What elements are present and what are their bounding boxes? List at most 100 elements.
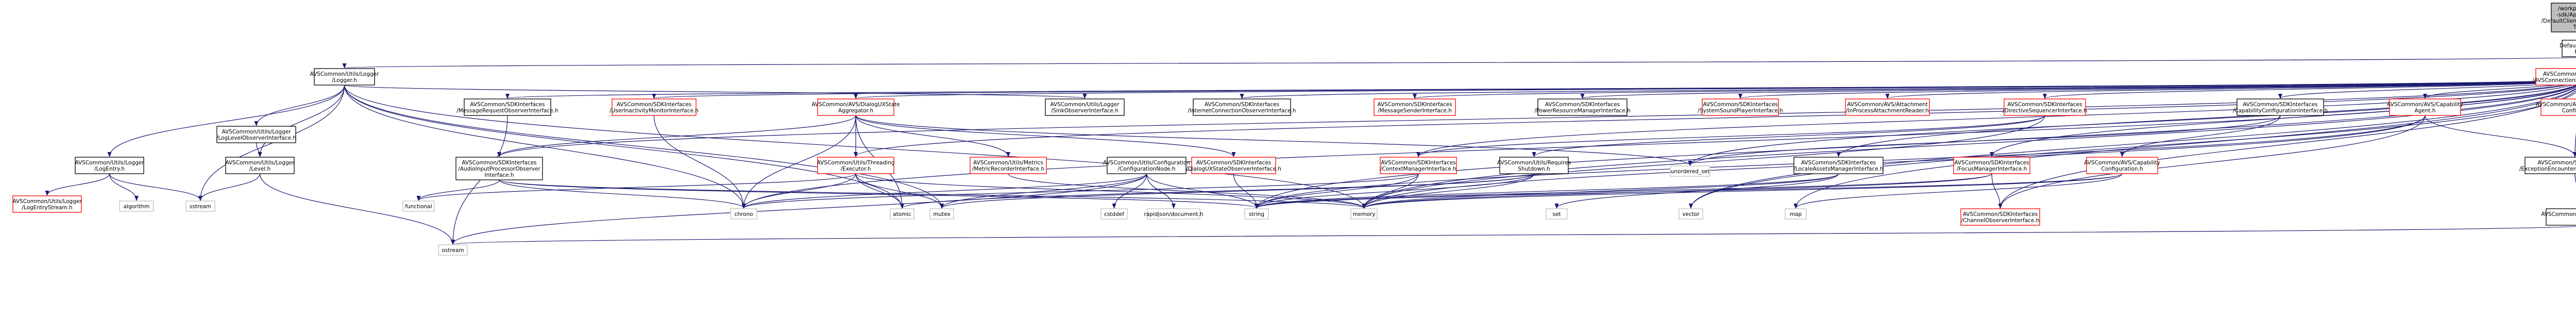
edge-ctx_mgr-to-chrono bbox=[741, 173, 1419, 209]
node-label: AVSCommon/SDKInterfaces bbox=[1703, 102, 1777, 108]
edge-req_shutdown-to-mutex bbox=[940, 173, 1535, 209]
node-box bbox=[1374, 98, 1456, 116]
node-level[interactable]: AVSCommon/Utils/Logger/Level.h bbox=[225, 157, 295, 174]
node-box bbox=[225, 157, 295, 174]
edge-config_node-to-chrono bbox=[741, 173, 1147, 209]
node-label: AVSCommon/AVS/Capability bbox=[2084, 160, 2160, 166]
node-label: AVSCommon/SDKInterfaces bbox=[1545, 102, 1620, 108]
node-cap_cfg_if[interactable]: AVSCommon/SDKInterfaces/CapabilityConfig… bbox=[2233, 98, 2328, 116]
node-label: map bbox=[1790, 211, 1802, 217]
node-label: AVSCommon/SDKInterfaces bbox=[1963, 211, 2038, 217]
node-label: AVSCommon/Utils/Metrics bbox=[973, 160, 1043, 166]
node-label: chrono bbox=[734, 211, 753, 217]
node-box bbox=[2004, 98, 2086, 116]
edge-focus_mgr-to-memory bbox=[1362, 173, 1992, 209]
node-label: AVSCommon/Utils/Logger bbox=[225, 160, 295, 166]
node-box bbox=[1100, 208, 1128, 220]
node-string: string bbox=[1244, 208, 1269, 220]
node-sys_sound[interactable]: AVSCommon/SDKInterfaces/SystemSoundPlaye… bbox=[1698, 98, 1783, 116]
node-log_entry[interactable]: AVSCommon/Utils/Logger/LogEntry.h bbox=[75, 157, 144, 174]
node-box bbox=[1380, 157, 1457, 174]
node-dxs_obs[interactable]: AVSCommon/SDKInterfaces/DialogUXStateObs… bbox=[1186, 157, 1281, 174]
node-box bbox=[75, 157, 144, 174]
node-sink_obs[interactable]: AVSCommon/Utils/Logger/SinkObserverInter… bbox=[1045, 98, 1125, 116]
node-box bbox=[438, 244, 468, 256]
node-log_level_obs[interactable]: AVSCommon/Utils/Logger/LogLevelObserverI… bbox=[216, 126, 296, 143]
node-locale_assets[interactable]: AVSCommon/SDKInterfaces/LocaleAssetsMana… bbox=[1793, 157, 1884, 174]
node-box bbox=[1191, 157, 1276, 174]
edge-req_shutdown-to-string bbox=[1255, 173, 1535, 209]
node-box bbox=[1499, 157, 1569, 174]
edge-logger-to-log_level_obs bbox=[254, 85, 345, 126]
node-memory: memory bbox=[1350, 208, 1378, 220]
edge-cap_agent-to-exc_sender bbox=[2425, 115, 2576, 157]
node-box bbox=[1960, 208, 2040, 226]
node-uim[interactable]: AVSCommon/SDKInterfaces/UserInactivityMo… bbox=[609, 98, 699, 116]
edge-aip_obs-to-functional bbox=[416, 179, 500, 201]
edge-level-to-ostream bbox=[259, 173, 455, 245]
node-chan_obs[interactable]: AVSCommon/SDKInterfaces/ChannelObserverI… bbox=[1960, 208, 2040, 226]
edge-executor-to-chrono bbox=[741, 173, 856, 209]
edge-layer bbox=[45, 57, 2576, 245]
node-label: /PowerResourceManagerInterface.h bbox=[1534, 108, 1630, 114]
node-conn_mgr[interactable]: AVSCommon/SDKInterfaces/AVSConnectionMan… bbox=[2532, 68, 2576, 86]
edge-aip-to-memory bbox=[1362, 87, 2576, 209]
node-box bbox=[314, 68, 375, 86]
edge-logger-to-memory bbox=[344, 85, 1366, 209]
node-attach[interactable]: AVSCommon/AVS/Attachment/InProcessAttach… bbox=[1845, 98, 1930, 116]
node-box bbox=[1793, 157, 1884, 174]
node-label: /MessageSenderInterface.h bbox=[1378, 108, 1452, 114]
node-label: AVSCommon/SDKInterfaces bbox=[462, 160, 536, 166]
node-label: /SinkObserverInterface.h bbox=[1051, 108, 1118, 114]
edge-log_entry-to-sstream bbox=[109, 173, 202, 201]
edge-dxs_agg-to-unordered_set bbox=[855, 115, 1692, 166]
node-exc_err[interactable]: AVSCommon/AVS/ExceptionErrorType.h bbox=[2541, 208, 2576, 226]
node-log_entry_stream[interactable]: AVSCommon/Utils/Logger/LogEntryStream.h bbox=[12, 195, 82, 213]
node-label: RetryTrigger.h bbox=[2574, 49, 2576, 55]
node-label: AVSCommon/SDKInterfaces bbox=[1196, 160, 1271, 166]
node-cap_cfg[interactable]: AVSCommon/AVS/CapabilityConfiguration.h bbox=[2084, 157, 2160, 174]
node-map: map bbox=[1785, 208, 1807, 220]
node-msgreq_obs[interactable]: AVSCommon/SDKInterfaces/MessageRequestOb… bbox=[456, 98, 558, 116]
node-executor[interactable]: AVSCommon/Utils/Threading/Executor.h bbox=[817, 157, 895, 174]
node-box bbox=[2546, 208, 2576, 226]
node-chrono: chrono bbox=[730, 208, 757, 220]
edge-focus_mgr-to-string bbox=[1255, 173, 1992, 209]
node-logger[interactable]: AVSCommon/Utils/Logger/Logger.h bbox=[310, 68, 379, 86]
edge-cap_agent-to-chan_obs bbox=[1998, 115, 2426, 209]
node-label: /Level.h bbox=[249, 166, 270, 172]
node-label: AVSCommon/SDKInterfaces bbox=[1205, 102, 1279, 108]
node-metrics[interactable]: AVSCommon/Utils/Metrics/MetricRecorderIn… bbox=[970, 157, 1047, 174]
node-box bbox=[2524, 157, 2576, 174]
node-crt[interactable]: DefaultClient/ConnectionRetryTrigger.h bbox=[2560, 40, 2576, 57]
node-label: AVSCommon/Utils/Logger bbox=[310, 71, 379, 77]
node-msg_sender[interactable]: AVSCommon/SDKInterfaces/MessageSenderInt… bbox=[1374, 98, 1456, 116]
node-label: AVSCommon/SDKInterfaces bbox=[1954, 160, 2029, 166]
node-label: /SystemSoundPlayerInterface.h bbox=[1698, 108, 1783, 114]
node-atomic: atomic bbox=[890, 208, 914, 220]
node-ctx_mgr[interactable]: AVSCommon/SDKInterfaces/ContextManagerIn… bbox=[1380, 157, 1457, 174]
node-power_res[interactable]: AVSCommon/SDKInterfaces/PowerResourceMan… bbox=[1534, 98, 1631, 116]
node-box bbox=[1244, 208, 1269, 220]
node-label: Aggregator.h bbox=[838, 108, 873, 114]
node-root[interactable]: /workplace/avs/device-sdk/ApplicationUti… bbox=[2541, 3, 2576, 32]
node-dir_handler[interactable]: AVSCommon/AVS/DirectiveHandlerConfigurat… bbox=[2536, 98, 2576, 116]
node-exc_sender[interactable]: AVSCommon/SDKInterfaces/ExceptionEncount… bbox=[2519, 157, 2576, 174]
node-icon_obs[interactable]: AVSCommon/SDKInterfaces/InternetConnecti… bbox=[1188, 98, 1296, 116]
node-focus_mgr[interactable]: AVSCommon/SDKInterfaces/FocusManagerInte… bbox=[1953, 157, 2030, 174]
node-label: AVSCommon/AVS/ExceptionError bbox=[2541, 211, 2576, 217]
node-box bbox=[2540, 98, 2576, 116]
node-aip_obs[interactable]: AVSCommon/SDKInterfaces/AudioInputProces… bbox=[455, 157, 543, 180]
node-box bbox=[12, 195, 82, 213]
edge-config_node-to-string bbox=[1146, 173, 1259, 209]
node-label: sstream bbox=[190, 204, 211, 210]
node-config_node[interactable]: AVSCommon/Utils/Configuration/Configurat… bbox=[1103, 157, 1190, 174]
node-label: AVSCommon/AVS/Attachment bbox=[1847, 102, 1928, 108]
node-dir_seq[interactable]: AVSCommon/SDKInterfaces/DirectiveSequenc… bbox=[2003, 98, 2087, 116]
node-label: DefaultClient/Connection bbox=[2560, 43, 2576, 49]
node-box bbox=[2236, 98, 2324, 116]
